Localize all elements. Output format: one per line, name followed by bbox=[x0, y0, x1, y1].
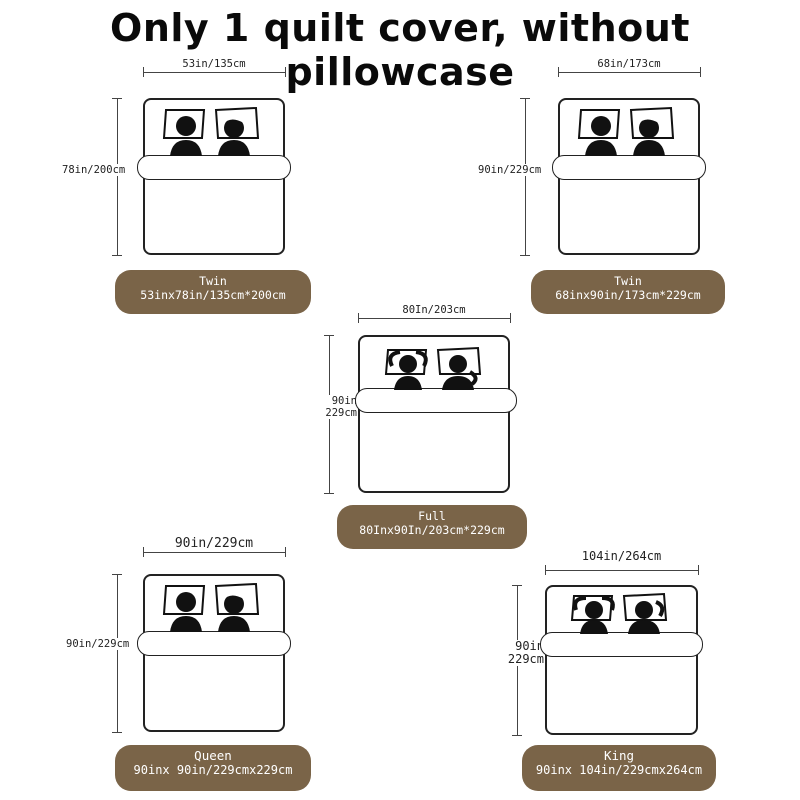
quilt-fold bbox=[355, 388, 517, 413]
page-title: Only 1 quilt cover, without pillowcase bbox=[110, 6, 690, 94]
size-spec: 90inx 90in/229cmx229cm bbox=[133, 763, 293, 777]
width-dimension-line bbox=[358, 318, 510, 319]
sleepers-icon bbox=[162, 106, 260, 156]
sleepers-icon bbox=[570, 592, 668, 634]
size-name: King bbox=[603, 748, 635, 763]
size-name: Full bbox=[418, 509, 446, 523]
height-dimension-label: 78in/200cm bbox=[62, 164, 126, 176]
size-label-badge: Twin 68inx90in/173cm*229cm bbox=[531, 270, 725, 314]
quilt-fold bbox=[540, 632, 703, 657]
sleepers-icon bbox=[384, 346, 482, 390]
size-name: Twin bbox=[614, 274, 642, 288]
size-name: Twin bbox=[199, 274, 227, 288]
width-dimension-label: 53in/135cm bbox=[182, 58, 246, 70]
sleepers-icon bbox=[162, 582, 260, 632]
width-dimension-label: 68in/173cm bbox=[597, 58, 661, 70]
quilt-fold bbox=[137, 631, 291, 656]
width-dimension-line bbox=[143, 72, 285, 73]
size-spec: 68inx90in/173cm*229cm bbox=[555, 288, 701, 302]
height-dimension-line bbox=[525, 98, 526, 255]
width-dimension-line bbox=[558, 72, 700, 73]
width-dimension-line bbox=[545, 570, 698, 571]
width-dimension-label: 104in/264cm bbox=[581, 549, 662, 563]
sleepers-icon bbox=[577, 106, 675, 156]
bed-outline bbox=[545, 585, 698, 735]
size-spec: 90inx 104in/229cmx264cm bbox=[535, 763, 703, 777]
height-dimension-label: 90in/229cm bbox=[66, 638, 130, 650]
height-dimension-label: 90in 229cm bbox=[305, 395, 357, 419]
size-name: Queen bbox=[194, 748, 232, 763]
size-label-badge: Queen 90inx 90in/229cmx229cm bbox=[115, 745, 311, 791]
height-dimension-line bbox=[117, 98, 118, 255]
size-label-badge: Full 80Inx90In/203cm*229cm bbox=[337, 505, 527, 549]
bed-outline bbox=[358, 335, 510, 493]
width-dimension-label: 80In/203cm bbox=[402, 304, 466, 316]
size-spec: 80Inx90In/203cm*229cm bbox=[359, 523, 505, 537]
height-dimension-line bbox=[117, 574, 118, 732]
size-label-badge: Twin 53inx78in/135cm*200cm bbox=[115, 270, 311, 314]
quilt-fold bbox=[137, 155, 291, 180]
size-label-badge: King 90inx 104in/229cmx264cm bbox=[522, 745, 716, 791]
height-dimension-label: 90in/229cm bbox=[478, 164, 542, 176]
size-spec: 53inx78in/135cm*200cm bbox=[140, 288, 286, 302]
height-dimension-label: 90in 229cm bbox=[492, 640, 544, 666]
width-dimension-line bbox=[143, 552, 285, 553]
quilt-fold bbox=[552, 155, 706, 180]
width-dimension-label: 90in/229cm bbox=[174, 536, 254, 551]
